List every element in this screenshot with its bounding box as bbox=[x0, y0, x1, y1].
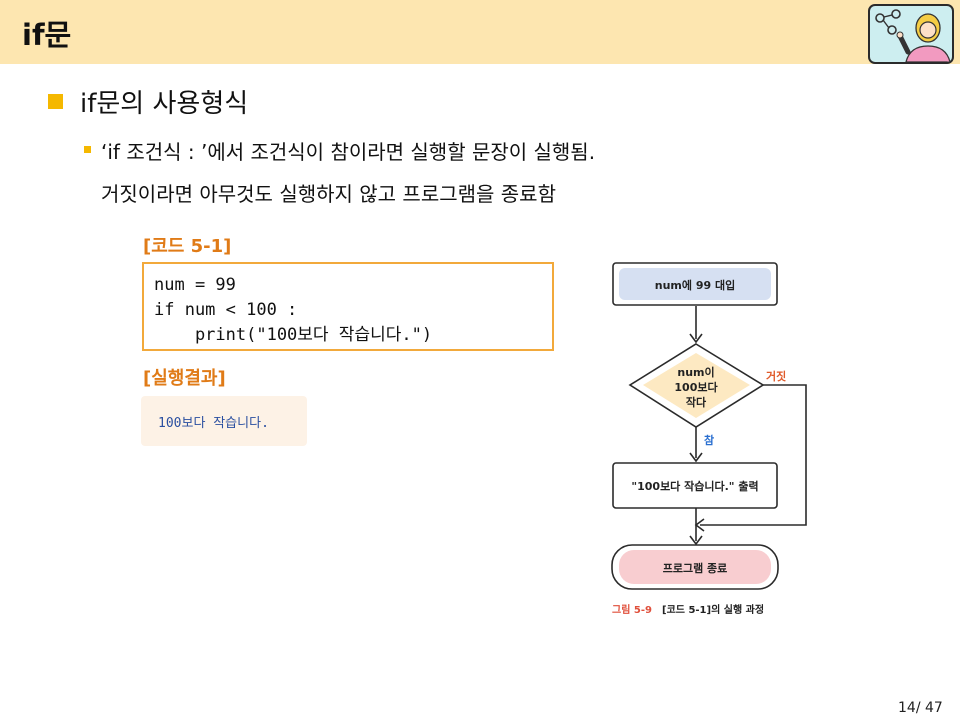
sub-bullet-text-line1: ‘if 조건식 : ’에서 조건식이 참이라면 실행할 문장이 실행됨. bbox=[101, 140, 596, 164]
flow-decision-line2: 100보다 bbox=[674, 381, 718, 394]
flowchart: num에 99 대입 num이 100보다 작다 거짓 참 "100보다 작습니… bbox=[600, 250, 820, 630]
code-label: [코드 5-1] bbox=[143, 236, 232, 257]
slide-title: if문 bbox=[22, 18, 72, 52]
code-line: print("100보다 작습니다.") bbox=[154, 325, 433, 345]
code-block: num = 99 if num < 100 : print("100보다 작습니… bbox=[142, 262, 554, 351]
flow-print-box bbox=[612, 462, 778, 509]
flow-decision-line3: 작다 bbox=[685, 396, 707, 409]
code-line: if num < 100 : bbox=[154, 300, 298, 320]
bullet-heading: if문의 사용형식 bbox=[80, 89, 249, 119]
flow-true-label: 참 bbox=[704, 434, 715, 447]
page-number: 14/ 47 bbox=[898, 700, 943, 716]
sub-bullet-text-line2: 거짓이라면 아무것도 실행하지 않고 프로그램을 종료함 bbox=[101, 182, 556, 206]
bullet-square-icon bbox=[48, 94, 63, 109]
flow-caption-number: 그림 5-9 bbox=[612, 605, 652, 616]
flow-print-label: "100보다 작습니다." 출력 bbox=[631, 480, 759, 493]
sub-bullet-square-icon bbox=[84, 146, 91, 153]
flow-end-label: 프로그램 종료 bbox=[662, 562, 728, 575]
result-output: 100보다 작습니다. bbox=[158, 416, 269, 431]
flow-false-label: 거짓 bbox=[766, 370, 787, 383]
result-block: 100보다 작습니다. bbox=[141, 396, 307, 446]
teacher-illustration bbox=[868, 4, 954, 64]
code-line: num = 99 bbox=[154, 275, 236, 295]
slide-header: if문 bbox=[0, 0, 960, 64]
flow-assign-label: num에 99 대입 bbox=[654, 279, 736, 292]
flow-decision-line1: num이 bbox=[677, 366, 715, 379]
result-label: [실행결과] bbox=[143, 368, 226, 389]
flow-caption-text: [코드 5-1]의 실행 과정 bbox=[662, 605, 765, 616]
